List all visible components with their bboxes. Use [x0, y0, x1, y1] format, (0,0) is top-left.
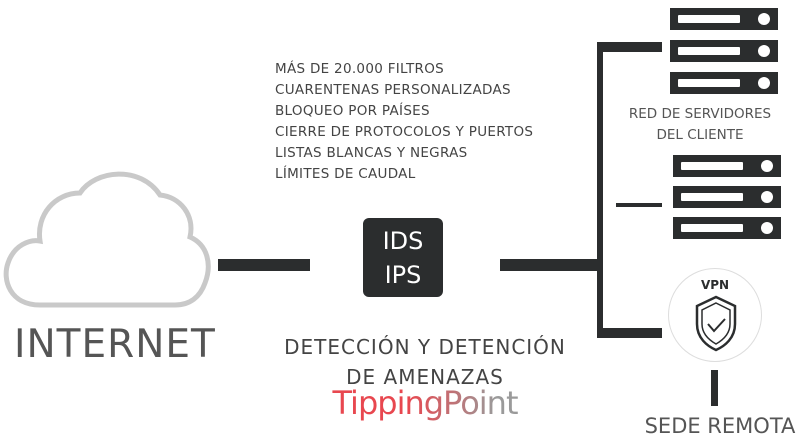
- network-trunk: [597, 42, 603, 338]
- shield-check-icon: [695, 295, 737, 352]
- tippingpoint-logo: TippingPoint: [250, 384, 600, 422]
- link-remote: [711, 370, 718, 406]
- ips-label: IPS: [384, 261, 422, 289]
- internet-label: INTERNET: [14, 322, 216, 367]
- server-icon: [670, 72, 778, 94]
- server-icon: [673, 155, 781, 177]
- feature-item: LISTAS BLANCAS Y NEGRAS: [275, 145, 468, 161]
- feature-item: BLOQUEO POR PAÍSES: [275, 103, 430, 119]
- caption-line2: DE AMENAZAS: [346, 365, 504, 389]
- server-icon: [673, 186, 781, 208]
- servers-label: RED DE SERVIDORES DEL CLIENTE: [615, 104, 785, 146]
- feature-item: MÁS DE 20.000 FILTROS: [275, 61, 445, 77]
- ids-label: IDS: [382, 227, 424, 255]
- link-servers-2: [616, 203, 662, 207]
- caption-line1: DETECCIÓN Y DETENCIÓN: [284, 335, 566, 359]
- cloud-icon: [3, 171, 211, 308]
- feature-item: CUARENTENAS PERSONALIZADAS: [275, 82, 511, 98]
- link-ids-network: [500, 259, 600, 271]
- link-internet-ids: [218, 259, 310, 271]
- link-vpn: [597, 328, 662, 338]
- servers-label-line2: DEL CLIENTE: [656, 127, 744, 143]
- server-icon: [673, 217, 781, 239]
- feature-item: LÍMITES DE CAUDAL: [275, 166, 416, 182]
- link-servers-1: [597, 42, 662, 52]
- servers-label-line1: RED DE SERVIDORES: [628, 106, 772, 122]
- vpn-label: VPN: [700, 278, 730, 292]
- feature-item: CIERRE DE PROTOCOLOS Y PUERTOS: [275, 124, 534, 140]
- ids-ips-device: IDS IPS: [363, 218, 443, 297]
- server-icon: [670, 40, 778, 62]
- server-icon: [670, 8, 778, 30]
- vpn-badge: VPN: [668, 268, 762, 362]
- remote-label: SEDE REMOTA: [644, 414, 796, 438]
- caption: DETECCIÓN Y DETENCIÓN DE AMENAZAS: [250, 332, 600, 392]
